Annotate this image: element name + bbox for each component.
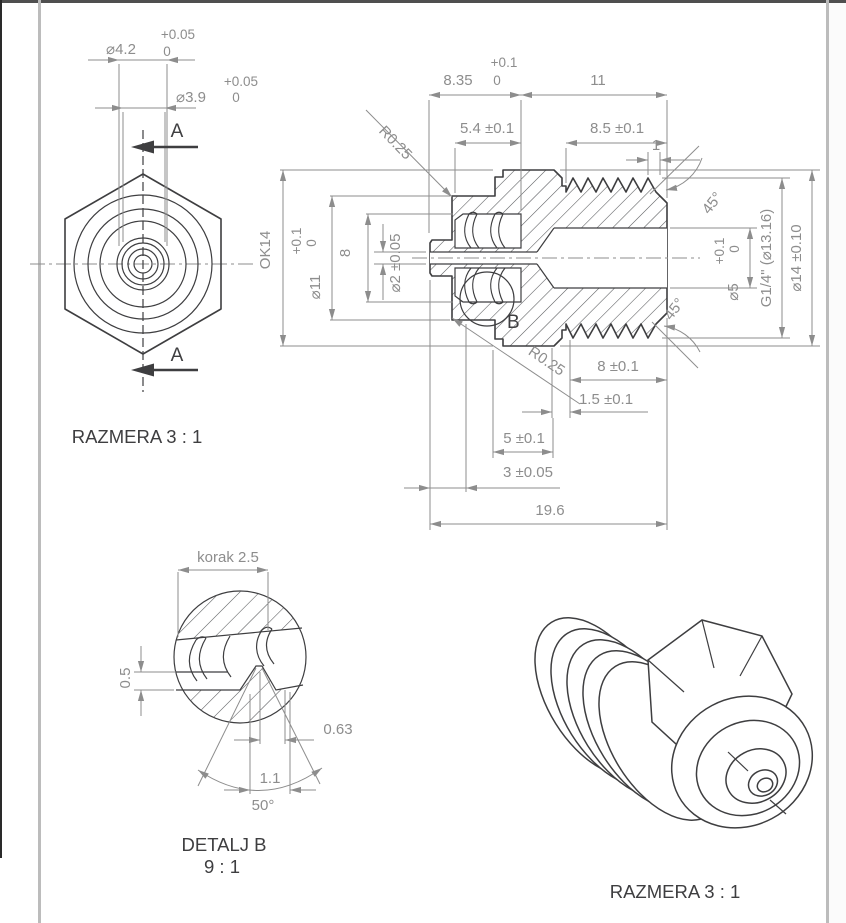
dim-tol-zero-dia42: 0 xyxy=(163,44,171,59)
dim-8-35: 8.35 +0.1 0 xyxy=(428,55,522,233)
dim-text-5: 5 ±0.1 xyxy=(503,430,545,447)
dim-korak: korak 2.5 xyxy=(177,549,269,637)
section-view-a-a: B 8.35 +0.1 0 11 5.4 ±0.1 8.5 ±0.1 xyxy=(257,55,820,530)
dim-tol-zero-dia5: 0 xyxy=(727,245,742,253)
front-view-scale-label: RAZMERA 3 : 1 xyxy=(72,426,203,447)
dim-tol-plus-dia42: +0.05 xyxy=(161,27,195,42)
dim-50-deg: 50° xyxy=(197,667,323,814)
circle-bore-outer xyxy=(116,237,170,291)
dim-thread-g14: G1/4" (⌀13.16) xyxy=(662,177,790,339)
dim-8-thread: 8 ±0.1 xyxy=(569,318,668,388)
dim-dia-14: ⌀14 ±0.10 xyxy=(560,169,820,347)
dim-dia-3-9: ⌀3.9 +0.05 0 xyxy=(95,74,258,242)
dim-text-50: 50° xyxy=(252,797,275,814)
dim-1-5: 1.5 ±0.1 xyxy=(522,348,648,418)
dim-8-internal: 8 xyxy=(337,213,453,303)
dim-3: 3 ±0.05 xyxy=(404,280,560,530)
dim-dia-4-2: ⌀4.2 +0.05 0 xyxy=(88,27,195,246)
isometric-view: RAZMERA 3 : 1 xyxy=(534,617,814,902)
dim-ok14: OK14 xyxy=(257,169,493,347)
dim-text-835: 8.35 xyxy=(443,72,472,89)
circle-collar xyxy=(99,220,187,308)
section-label-a-top: A xyxy=(171,121,184,142)
dim-text-dia39: ⌀3.9 xyxy=(176,89,206,106)
dim-text-196: 19.6 xyxy=(535,502,564,519)
dim-dia-2: ⌀2 ±0.05 xyxy=(374,224,426,300)
dim-text-11-detail: 1.1 xyxy=(260,770,281,787)
circle-bore-small xyxy=(127,248,159,280)
detail-b-circle xyxy=(459,271,515,327)
dim-text-dia11: ⌀11 xyxy=(307,275,324,300)
leader-r025-top: R0.25 xyxy=(365,109,453,198)
sheet-margin-right xyxy=(829,3,846,923)
dim-tol-plus-dia11: +0.1 xyxy=(289,228,304,255)
dim-1: 1 xyxy=(626,137,700,175)
iso-scale-label: RAZMERA 3 : 1 xyxy=(610,881,741,902)
dim-tol-zero-835: 0 xyxy=(493,73,501,88)
hex-outline xyxy=(64,173,222,355)
dim-0-5: 0.5 xyxy=(117,646,176,716)
left-edge-line xyxy=(0,0,2,858)
thread-designation: G1/4" (⌀13.16) xyxy=(758,209,775,308)
dim-text-05: 0.5 xyxy=(117,668,134,689)
dim-tol-plus-dia39: +0.05 xyxy=(224,74,258,89)
dim-19-6: 19.6 xyxy=(430,388,668,530)
detail-thread-profile xyxy=(175,626,304,691)
circle-od xyxy=(73,194,213,334)
dim-dia-11-section: ⌀11 +0.1 0 xyxy=(289,195,450,321)
dim-text-063: 0.63 xyxy=(323,721,352,738)
dim-text-dia42: ⌀4.2 xyxy=(106,41,136,58)
section-arrow-top: A xyxy=(131,121,198,154)
radius-label-bottom: R0.25 xyxy=(525,343,568,379)
dim-text-dia14: ⌀14 ±0.10 xyxy=(788,224,805,291)
section-arrow-bottom: A xyxy=(131,345,198,377)
dim-text-dia2: ⌀2 ±0.05 xyxy=(387,234,404,293)
dim-text-11: 11 xyxy=(590,72,606,89)
dim-tol-plus-835: +0.1 xyxy=(491,55,518,70)
dim-text-korak: korak 2.5 xyxy=(197,549,259,566)
iso-collar-face xyxy=(670,695,814,829)
dim-text-3: 3 ±0.05 xyxy=(503,464,553,481)
dim-text-1: 1 xyxy=(652,137,660,154)
dim-5-collar: 5 ±0.1 xyxy=(492,350,554,458)
dim-text-15: 1.5 ±0.1 xyxy=(579,391,633,408)
circle-bore-tip xyxy=(133,254,153,274)
dim-text-85: 8.5 ±0.1 xyxy=(590,120,644,137)
circle-mid xyxy=(87,208,199,320)
hex-size-label: OK14 xyxy=(257,231,274,269)
top-edge-bar xyxy=(0,0,846,3)
detail-scale: 9 : 1 xyxy=(204,856,240,877)
dim-text-54: 5.4 ±0.1 xyxy=(460,120,514,137)
dim-dia-5: ⌀5 +0.1 0 xyxy=(670,227,757,301)
dim-11: 11 xyxy=(521,72,668,198)
front-view: ⌀4.2 +0.05 0 ⌀3.9 +0.05 0 A A RAZMERA 3 … xyxy=(30,27,258,447)
sheet-border-right xyxy=(826,0,829,923)
section-label-a-bottom: A xyxy=(171,345,184,366)
dim-tol-plus-dia5: +0.1 xyxy=(712,238,727,265)
dim-8-5: 8.5 ±0.1 xyxy=(565,120,667,183)
radius-label-top: R0.25 xyxy=(375,123,415,164)
dim-text-dia5: ⌀5 xyxy=(725,283,742,300)
chamfer-angle-top: 45° xyxy=(699,189,726,217)
dim-text-8-01: 8 ±0.1 xyxy=(597,358,639,375)
sheet-border-left xyxy=(38,0,41,923)
dim-tol-zero-dia11: 0 xyxy=(304,239,319,247)
detail-b-marker: B xyxy=(507,312,520,333)
detail-view-b: korak 2.5 0.5 0.63 1.1 xyxy=(117,549,353,877)
detail-title: DETALJ B xyxy=(182,834,267,855)
dim-tol-zero-dia39: 0 xyxy=(232,90,240,105)
circle-bore-mid xyxy=(121,242,165,286)
dim-text-8: 8 xyxy=(337,249,354,257)
